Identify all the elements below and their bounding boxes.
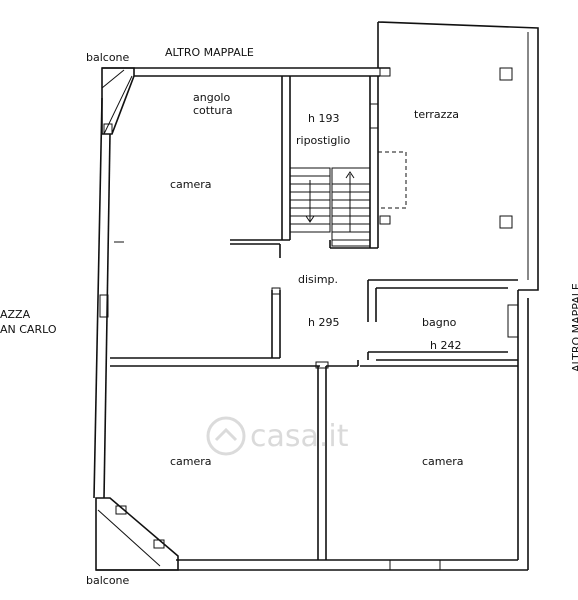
label-piazza-line2: AN CARLO xyxy=(0,323,57,336)
label-bagno: bagno xyxy=(422,316,457,329)
label-terrazza: terrazza xyxy=(414,108,459,121)
label-h-ripostiglio: h 193 xyxy=(308,112,339,125)
label-cottura: cottura xyxy=(193,104,233,117)
label-balcone-top: balcone xyxy=(86,51,130,64)
label-angolo: angolo xyxy=(193,91,230,104)
label-disimpegno: disimp. xyxy=(298,273,338,286)
label-camera-bottom-right: camera xyxy=(422,455,464,468)
label-balcone-bottom: balcone xyxy=(86,574,130,587)
label-camera-top-left: camera xyxy=(170,178,212,191)
terrazza-outline xyxy=(377,21,539,291)
label-h-disimpegno: h 295 xyxy=(308,316,339,329)
label-other-parcel-top: ALTRO MAPPALE xyxy=(165,46,254,59)
staircase xyxy=(289,167,371,247)
watermark-text: casa.it xyxy=(250,419,349,454)
house-icon xyxy=(206,416,246,456)
label-piazza-line1: AZZA xyxy=(0,308,31,321)
label-ripostiglio: ripostiglio xyxy=(296,134,350,147)
balcone-top xyxy=(101,67,135,135)
label-camera-bottom-left: camera xyxy=(170,455,212,468)
label-other-parcel-right: ALTRO MAPPALE xyxy=(570,283,578,372)
balcone-bottom xyxy=(95,497,179,571)
labels: ALTRO MAPPALE balcone balcone AZZA AN CA… xyxy=(0,46,578,587)
label-h-bagno: h 242 xyxy=(430,339,461,352)
watermark: casa.it xyxy=(206,416,349,456)
